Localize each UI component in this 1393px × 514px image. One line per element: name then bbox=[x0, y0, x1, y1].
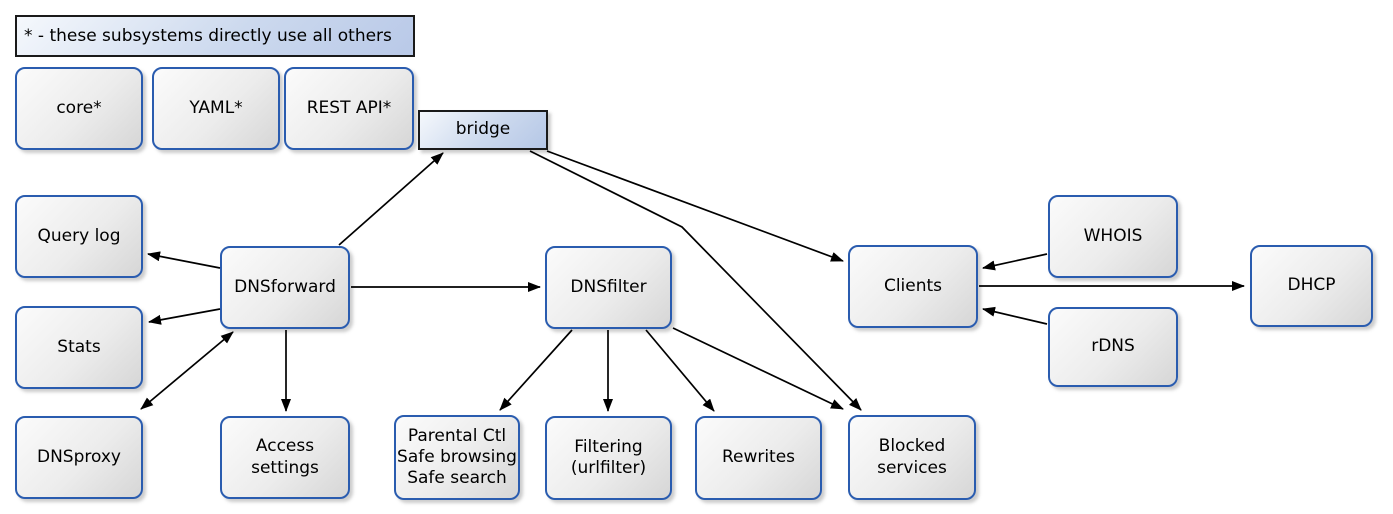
node-dhcp: DHCP bbox=[1250, 245, 1373, 327]
node-core: core* bbox=[15, 67, 143, 150]
node-filtering: Filtering (urlfilter) bbox=[545, 416, 672, 500]
edge-dnsfilter-blocked-services bbox=[672, 327, 844, 410]
node-rdns: rDNS bbox=[1048, 307, 1178, 387]
node-whois: WHOIS bbox=[1048, 195, 1178, 278]
edge-whois-clients bbox=[982, 253, 1048, 271]
node-access-settings: Access settings bbox=[220, 416, 350, 499]
edge-dnsfilter-parental bbox=[499, 329, 573, 411]
node-clients: Clients bbox=[848, 245, 978, 328]
edge-dnsforward-querylog bbox=[147, 251, 221, 269]
node-rest-api: REST API* bbox=[284, 67, 414, 150]
node-bridge: bridge bbox=[418, 110, 548, 150]
edge-dnsforward-stats bbox=[148, 308, 221, 325]
node-yaml: YAML* bbox=[152, 67, 280, 150]
edge-dnsfilter-rewrites bbox=[645, 329, 715, 412]
edge-bridge-clients bbox=[546, 150, 844, 262]
edge-dnsforward-dnsproxy bbox=[140, 331, 234, 410]
node-dnsforward: DNSforward bbox=[220, 246, 350, 329]
node-parental-ctl: Parental Ctl Safe browsing Safe search bbox=[394, 415, 520, 500]
legend-text: * - these subsystems directly use all ot… bbox=[24, 26, 392, 46]
edge-dnsforward-bridge bbox=[338, 152, 444, 246]
node-query-log: Query log bbox=[15, 195, 143, 278]
edge-rdns-clients bbox=[982, 306, 1048, 325]
node-stats: Stats bbox=[15, 306, 143, 389]
node-blocked-services: Blocked services bbox=[848, 415, 976, 500]
node-dnsfilter: DNSfilter bbox=[545, 246, 672, 329]
legend-box: * - these subsystems directly use all ot… bbox=[15, 15, 415, 57]
node-rewrites: Rewrites bbox=[695, 416, 822, 500]
node-dnsproxy: DNSproxy bbox=[15, 416, 143, 499]
